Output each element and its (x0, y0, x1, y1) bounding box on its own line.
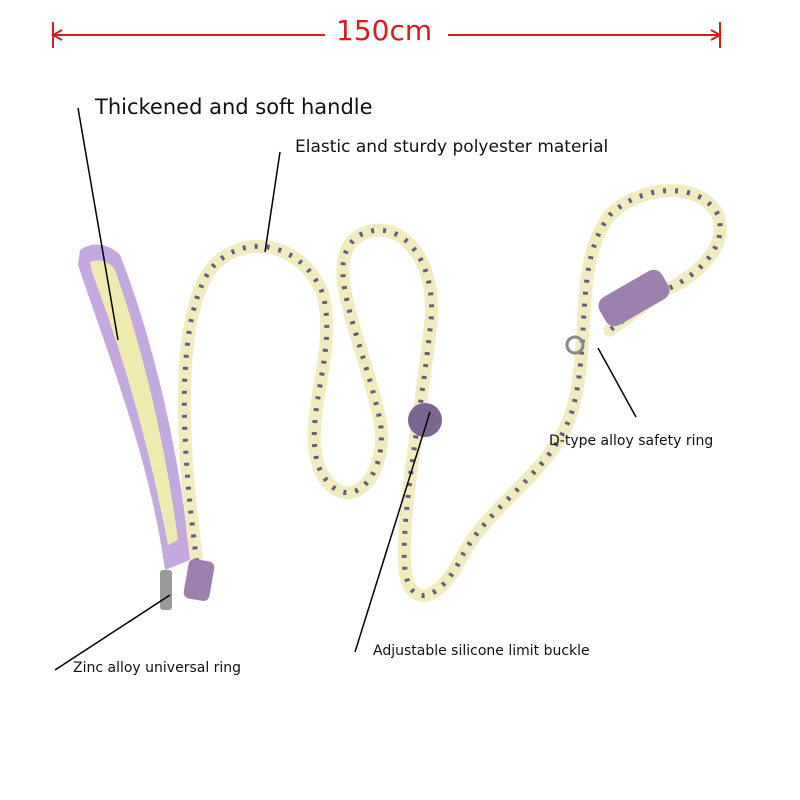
callout-lines (54, 107, 637, 671)
collar-sleeve (598, 269, 670, 327)
d-ring (565, 335, 585, 355)
handle-sleeve (183, 558, 215, 602)
callout-safety-ring: D-type alloy safety ring (549, 433, 714, 449)
callout-limit-buckle: Adjustable silicone limit buckle (373, 643, 590, 659)
limit-buckle (408, 403, 442, 437)
callout-material: Elastic and sturdy polyester material (295, 137, 609, 157)
callout-universal-ring: Zinc alloy universal ring (73, 660, 242, 676)
handle (78, 244, 190, 610)
length-label: 150cm (336, 14, 433, 47)
callout-handle: Thickened and soft handle (95, 95, 373, 119)
dimension-line (50, 22, 723, 48)
rope (177, 184, 727, 602)
